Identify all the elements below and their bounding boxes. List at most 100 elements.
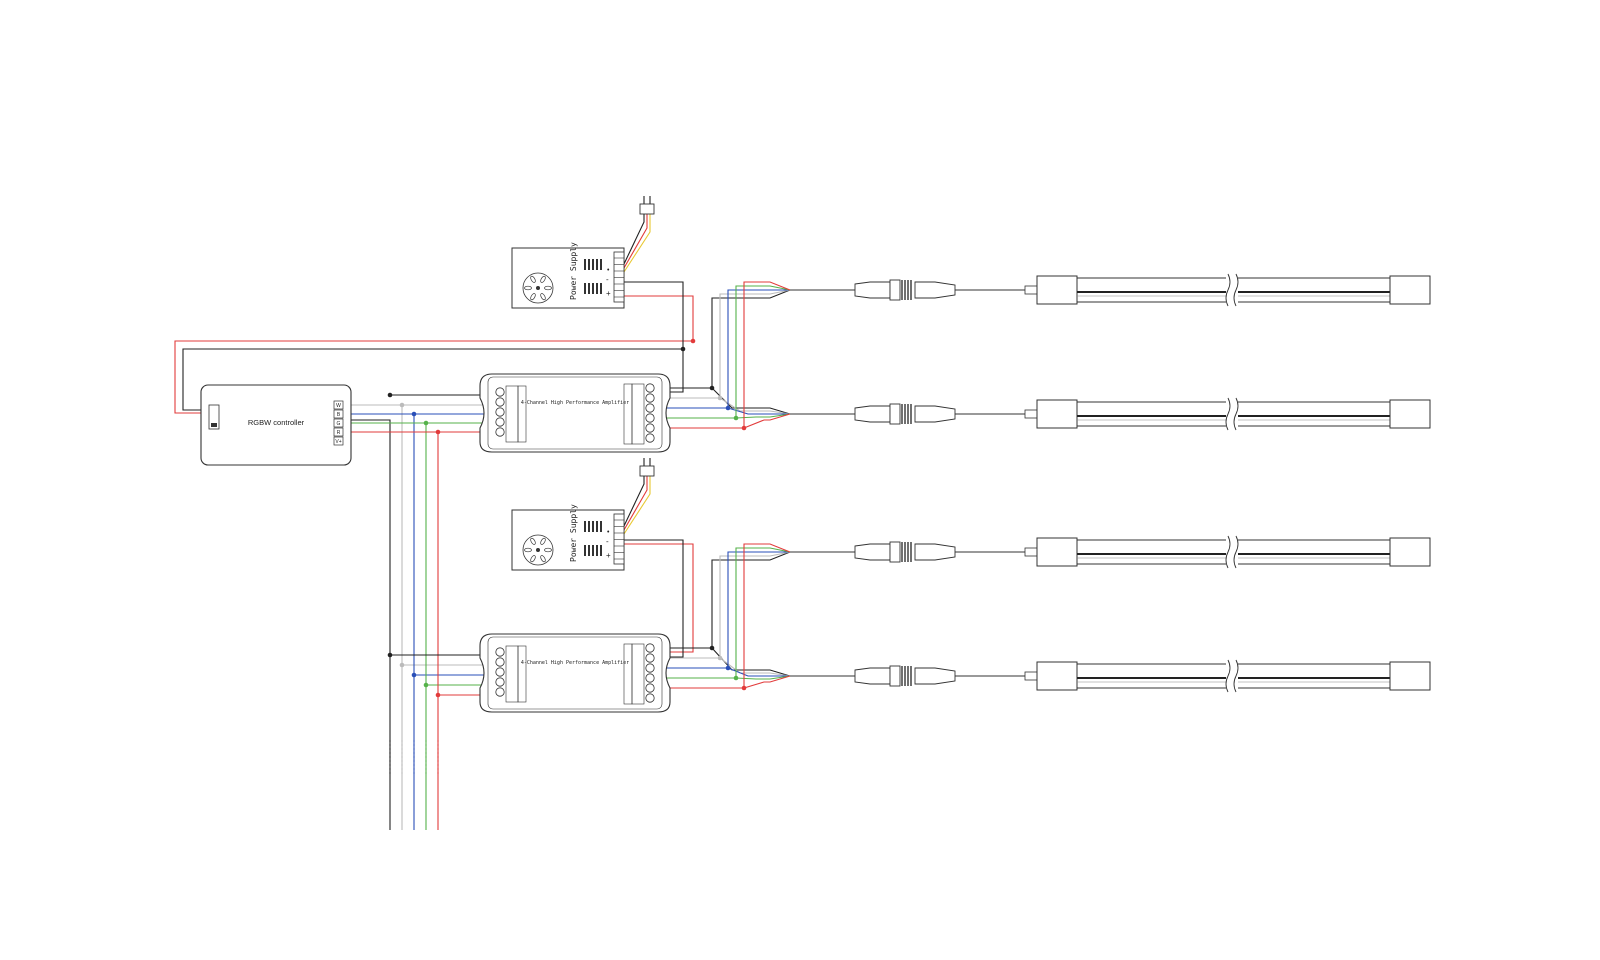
vent-slot <box>584 283 586 294</box>
input-terminal <box>495 427 505 437</box>
power-supply: Power Supply•-+ <box>511 458 655 571</box>
connector-female <box>914 543 956 561</box>
vent-slot <box>592 545 594 556</box>
amplifier-body <box>479 633 671 713</box>
input-terminal <box>495 387 505 397</box>
end-cap <box>1389 399 1431 429</box>
mains-wire <box>623 476 645 527</box>
fan-hub <box>536 548 540 552</box>
led-feed-wire <box>735 675 791 680</box>
led-feed-wire <box>743 413 791 429</box>
fan-hub <box>536 286 540 290</box>
output-terminal <box>645 403 655 413</box>
terminal-mark: • <box>607 529 610 536</box>
led-strip-run <box>790 273 1431 307</box>
junction-dot <box>387 392 393 398</box>
controller-input-terminal <box>208 404 220 430</box>
junction-dot <box>733 415 739 421</box>
connector-ring <box>889 279 901 301</box>
cable-gland <box>1024 547 1038 557</box>
mains-wire <box>623 214 651 273</box>
led-feed-wire <box>652 551 791 649</box>
led-feed-wire <box>711 647 791 677</box>
amplifier-title: 4-Channel High Performance Amplifier <box>521 400 629 406</box>
break-gap <box>1226 536 1238 568</box>
break-gap <box>1226 660 1238 692</box>
cable-gland <box>1024 409 1038 419</box>
junction-dot <box>423 420 429 426</box>
vent-slot <box>588 259 590 270</box>
led-feed-wire <box>652 551 791 659</box>
mains-wire <box>623 476 648 531</box>
vent-slot <box>588 283 590 294</box>
junction-dot <box>725 665 731 671</box>
led-feed-wire <box>719 397 791 415</box>
controller-pin <box>333 436 344 446</box>
wires <box>174 214 791 830</box>
ps2-black <box>624 539 684 658</box>
input-terminal <box>495 677 505 687</box>
vent-slot <box>600 545 602 556</box>
end-cap <box>1036 275 1078 305</box>
connector-female <box>914 405 956 423</box>
connector-ring <box>889 403 901 425</box>
vent-slot <box>592 521 594 532</box>
led-feed-wire <box>652 289 790 409</box>
led-feed-wire <box>719 657 791 677</box>
fan-blade <box>540 275 546 283</box>
fan-blade <box>540 537 546 545</box>
led-feed-wire <box>652 543 791 689</box>
mains-plug <box>639 465 655 477</box>
vent-slot <box>592 259 594 270</box>
junction-dot <box>435 429 441 435</box>
amplifier-body <box>479 373 671 453</box>
junction-dot <box>709 645 715 651</box>
break-gap <box>1226 274 1238 306</box>
junction-dot <box>741 425 747 431</box>
junction-dot <box>717 395 723 401</box>
controller-pin-label: W <box>336 403 341 409</box>
connector-male <box>854 543 891 561</box>
fan-blade <box>524 547 532 553</box>
terminal-minus: - <box>606 537 609 546</box>
controller-pin-label: V+ <box>335 439 341 445</box>
output-terminal <box>645 663 655 673</box>
terminal-plus: + <box>606 289 611 298</box>
input-terminal <box>495 407 505 417</box>
fan-blade <box>544 547 552 553</box>
vent-slot <box>600 283 602 294</box>
controller-pin <box>333 409 344 419</box>
input-terminal <box>495 667 505 677</box>
bus-line <box>351 431 439 830</box>
led-strip-run <box>790 397 1431 431</box>
vent-slot <box>592 283 594 294</box>
connector-female <box>914 281 956 299</box>
vent-slot <box>596 259 598 270</box>
fan-blade <box>544 285 552 291</box>
terminal-minus: - <box>606 275 609 284</box>
power-supply-label: Power Supply <box>569 242 578 300</box>
break-mark <box>1225 273 1231 307</box>
break-mark <box>1225 397 1231 431</box>
fan-blade <box>530 537 536 545</box>
input-terminal <box>495 417 505 427</box>
amplifier-title: 4-Channel High Performance Amplifier <box>521 660 629 666</box>
output-terminal <box>645 383 655 393</box>
mains-plug <box>639 203 655 215</box>
bus-line <box>351 404 403 830</box>
vent-slot <box>596 545 598 556</box>
connector-male <box>854 405 891 423</box>
led-feed-wire <box>652 285 791 419</box>
controller-pin <box>333 427 344 437</box>
vent-slot <box>596 521 598 532</box>
connector-male <box>854 281 891 299</box>
fan-blade <box>524 285 532 291</box>
output-terminal <box>645 693 655 703</box>
components: Power Supply•-+Power Supply•-+RGBW contr… <box>200 196 1431 713</box>
led-feed-wire <box>735 413 791 419</box>
mains-wire <box>623 476 651 535</box>
led-strip-run <box>790 659 1431 693</box>
junction-dot <box>399 662 405 668</box>
